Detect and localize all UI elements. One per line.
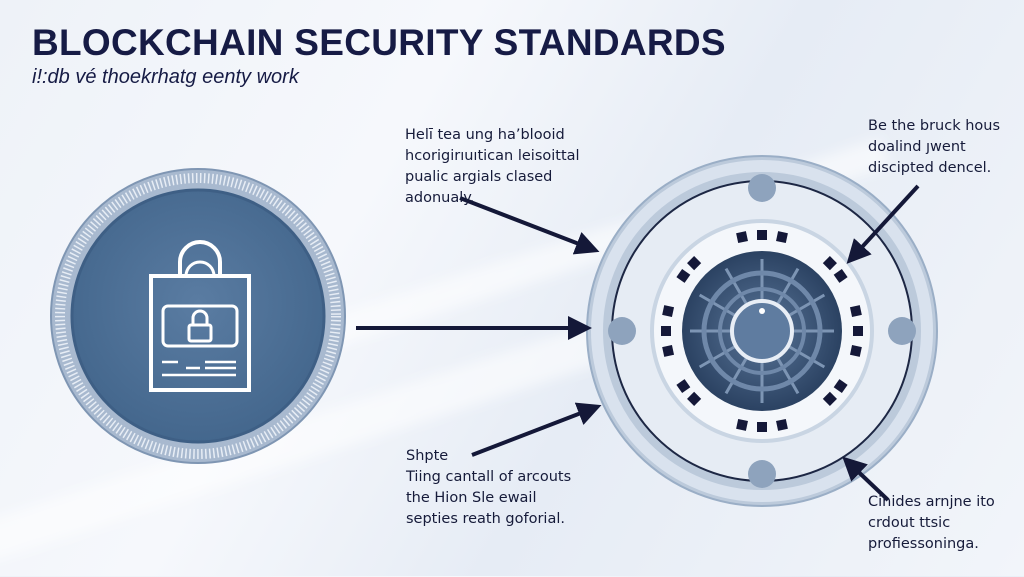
arrow-icon bbox=[471, 402, 602, 457]
ring-dot bbox=[662, 305, 675, 317]
ring-dot bbox=[849, 305, 862, 317]
blockchain-vault-disk bbox=[586, 155, 938, 507]
ring-dot bbox=[853, 326, 863, 336]
arrow-icon bbox=[842, 456, 890, 502]
bolt-icon bbox=[608, 317, 636, 345]
ring-dot bbox=[676, 379, 691, 394]
core-lens-icon bbox=[730, 299, 794, 363]
page-title: BLOCKCHAIN SECURITY STANDARDS bbox=[32, 22, 726, 63]
annotation-bottom-middle: Shpte Tiing cantall of arcouts the Hion … bbox=[406, 448, 572, 527]
ring-dot bbox=[676, 268, 691, 283]
ring-dot bbox=[757, 422, 767, 432]
annotation-top-middle: Helī tea ung ha’bloоid hcorigirıuıtican … bbox=[405, 127, 580, 206]
gear-spoke bbox=[698, 344, 737, 369]
ring-dot bbox=[833, 379, 848, 394]
annotation-bottom-right: Cinides arnjne ito crdout ttsic profiess… bbox=[868, 494, 995, 552]
gear-spoke bbox=[787, 293, 826, 318]
ring-dot bbox=[736, 418, 748, 431]
page-subtitle: i!:db vé thoekrhatg eenty work bbox=[32, 66, 299, 88]
arrows bbox=[356, 184, 920, 502]
gear-spokes bbox=[690, 259, 834, 403]
ring-dot bbox=[757, 230, 767, 240]
ring-dot bbox=[776, 231, 788, 244]
bolt-icon bbox=[888, 317, 916, 345]
gear-spoke bbox=[787, 344, 826, 369]
ring-dot bbox=[661, 326, 671, 336]
ring-dot bbox=[822, 256, 837, 271]
bolt-icon bbox=[748, 174, 776, 202]
annotation-top-right: Be the bruck hous doalind ȷwent discipte… bbox=[868, 118, 1001, 176]
gear-spoke bbox=[775, 356, 800, 395]
ring-dot bbox=[849, 345, 862, 357]
ring-dot bbox=[776, 418, 788, 431]
ring-dot bbox=[687, 256, 702, 271]
ring-dot bbox=[736, 231, 748, 244]
lock-document-icon bbox=[149, 240, 251, 392]
gear-spoke bbox=[724, 356, 749, 395]
ring-dot bbox=[662, 345, 675, 357]
gear-spoke bbox=[698, 293, 737, 318]
bolt-icon bbox=[748, 460, 776, 488]
ring-dots bbox=[661, 230, 863, 432]
ring-dot bbox=[833, 268, 848, 283]
ring-dot bbox=[687, 391, 702, 406]
arrow-icon bbox=[846, 184, 920, 264]
arrow-icon bbox=[459, 196, 600, 255]
gear-spoke bbox=[775, 267, 800, 306]
gear-spoke bbox=[724, 267, 749, 306]
ring-dot bbox=[822, 391, 837, 406]
lock-disk bbox=[50, 168, 346, 464]
